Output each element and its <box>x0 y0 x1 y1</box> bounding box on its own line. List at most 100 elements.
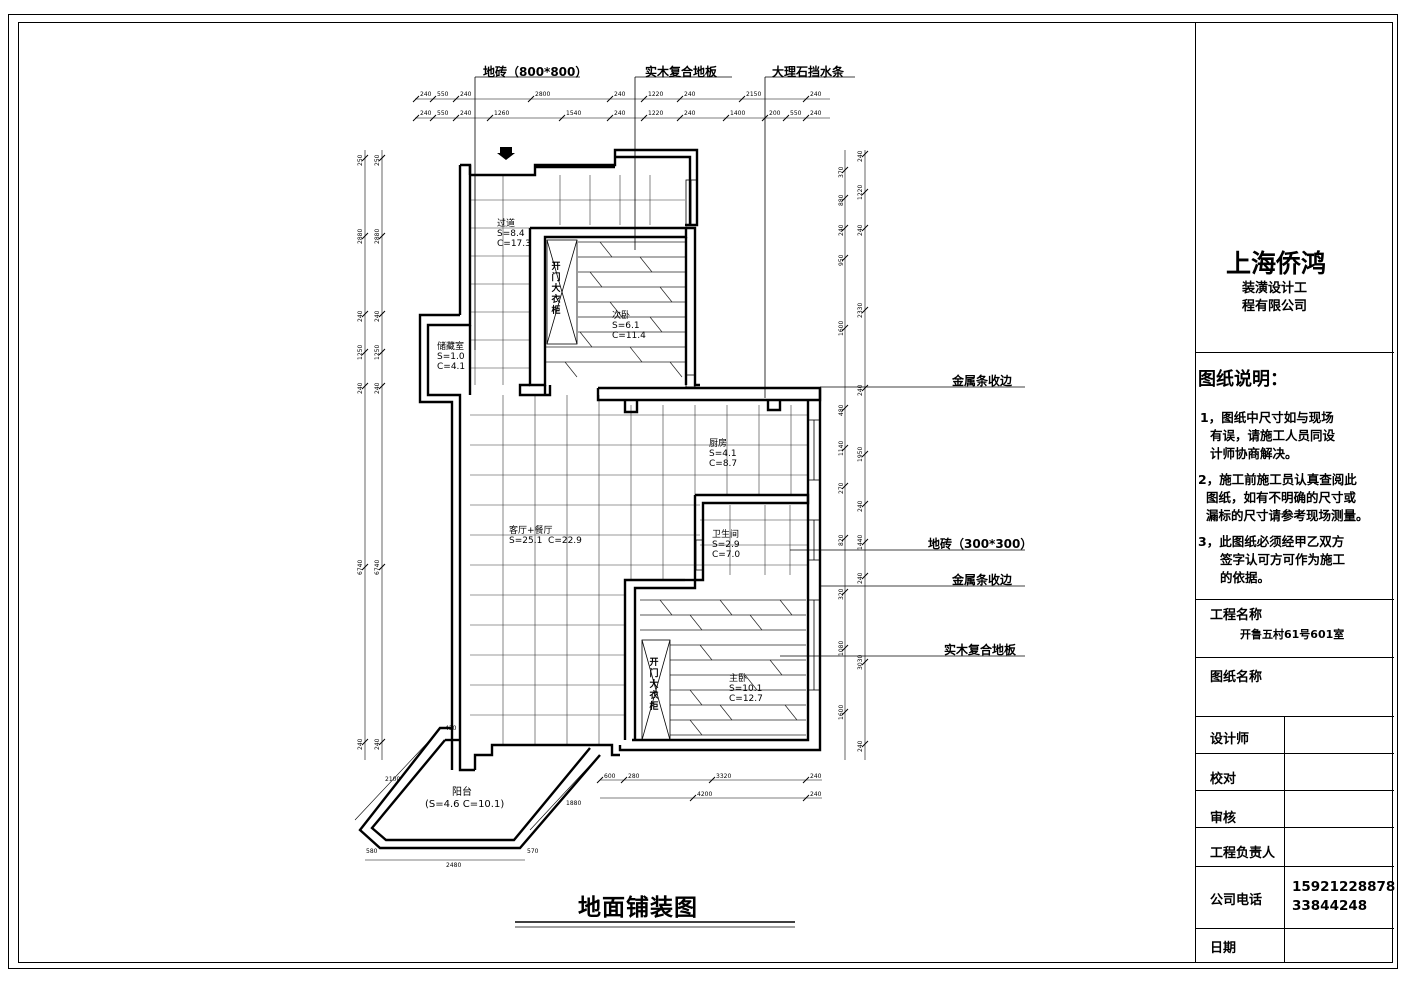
dim-top-row2: 1400 <box>730 110 746 117</box>
dimension-tick <box>429 95 437 103</box>
room-balcony-name: 阳台 <box>452 787 472 798</box>
dim-right-inner: 320 <box>838 588 845 600</box>
dim-right-inner: 240 <box>838 224 845 236</box>
dimension-tick <box>841 644 849 652</box>
dimension-tick <box>676 95 684 103</box>
note-line-1: 1，图纸中尺寸如与现场 <box>1200 410 1334 425</box>
dimension-tick <box>722 114 730 122</box>
date-label: 日期 <box>1210 941 1237 956</box>
dim-top-row2: 1260 <box>494 110 510 117</box>
entry-arrow-icon <box>497 147 515 160</box>
dim-balcony: 570 <box>527 848 539 855</box>
dim-left-inner: 240 <box>374 382 381 394</box>
drawing-name-label: 图纸名称 <box>1210 670 1263 685</box>
dim-top-row2: 550 <box>790 110 802 117</box>
dim-balcony: 580 <box>366 848 378 855</box>
dim-right-inner: 1600 <box>838 320 845 336</box>
dim-right-outer: 240 <box>857 150 864 162</box>
dim-right-inner: 480 <box>838 404 845 416</box>
designer-row: 设计师 <box>1196 716 1394 753</box>
dimension-tick <box>841 166 849 174</box>
dimension-tick <box>761 114 769 122</box>
notes-header: 图纸说明： <box>1198 369 1288 390</box>
room-storage: 储藏室 S=1.0 C=4.1 <box>437 342 465 372</box>
callout-wood-floor-top: 实木复合地板 <box>645 65 718 79</box>
dimension-tick <box>802 114 810 122</box>
dim-left-inner: 250 <box>374 154 381 166</box>
dimension-tick <box>861 188 869 196</box>
dimension-tick <box>841 404 849 412</box>
dimension-tick <box>378 232 386 240</box>
dimension-tick <box>486 114 494 122</box>
dim-right-outer: 240 <box>857 740 864 752</box>
room-kitchen-perimeter: C=8.7 <box>709 459 738 469</box>
note-line-2: 有误，请施工人员同设 <box>1210 428 1336 443</box>
dimension-tick <box>861 538 869 546</box>
drawing-name-row: 图纸名称 <box>1196 657 1394 716</box>
callout-marble-strip: 大理石挡水条 <box>772 65 845 79</box>
dim-top-row2: 1220 <box>648 110 664 117</box>
dimension-tick <box>361 154 369 162</box>
dimension-ticks <box>361 95 869 802</box>
dim-right-outer: 3030 <box>857 654 864 670</box>
callout-leaders <box>474 76 1025 657</box>
dimension-tick <box>361 232 369 240</box>
dim-bottom-row1: 600 <box>604 773 616 780</box>
title-underline <box>515 921 795 928</box>
dim-top-row2: 240 <box>614 110 626 117</box>
note-line-6: 漏标的尺寸请参考现场测量。 <box>1206 508 1369 523</box>
dim-bottom-row2: 4200 <box>697 791 713 798</box>
dim-left-inner: 240 <box>374 738 381 750</box>
room-bathroom-perimeter: C=7.0 <box>712 550 741 560</box>
room-master-bedroom: 主卧 S=10.1 C=12.7 <box>729 674 763 704</box>
room-living-name: 客厅+餐厅 <box>509 526 553 536</box>
sheet-border-outer <box>8 14 1398 969</box>
dimension-tick <box>640 114 648 122</box>
windows <box>685 179 821 691</box>
room-storage-name: 储藏室 <box>437 342 465 352</box>
dim-right-inner: 1080 <box>838 640 845 656</box>
dim-top-row2: 240 <box>810 110 822 117</box>
room-second-bedroom: 次卧 S=6.1 C=11.4 <box>612 311 646 341</box>
dimension-tick <box>378 738 386 746</box>
dimension-tick <box>802 95 810 103</box>
dim-right-inner: 880 <box>838 194 845 206</box>
dimension-tick <box>861 306 869 314</box>
dim-right-outer: 240 <box>857 572 864 584</box>
dim-balcony: 430 <box>445 725 457 732</box>
notes-section: 图纸说明： 1，图纸中尺寸如与现场 有误，请施工人员同设 计师协商解决。 2，施… <box>1196 352 1394 599</box>
dimension-tick <box>841 194 849 202</box>
floor-plan: 侨 鸿 装 潢 <box>354 76 1025 928</box>
dimension-tick <box>738 95 746 103</box>
dim-left-outer: 240 <box>357 382 364 394</box>
dimension-tick <box>861 450 869 458</box>
dim-top-row2: 1540 <box>566 110 582 117</box>
dim-left-outer: 250 <box>357 154 364 166</box>
manager-row: 工程负责人 <box>1196 827 1394 866</box>
room-corridor-name: 过道 <box>497 219 516 229</box>
dim-balcony: 1880 <box>566 800 582 807</box>
dimension-tick <box>452 95 460 103</box>
company-name-line3: 程有限公司 <box>1242 299 1308 314</box>
dim-left-outer: 2880 <box>357 228 364 244</box>
dim-right-outer: 1440 <box>857 534 864 550</box>
dimension-tick <box>361 738 369 746</box>
dim-top-row1: 550 <box>437 91 449 98</box>
room-living: 客厅+餐厅 S=25.1 C=22.9 <box>509 526 582 546</box>
dimension-tick <box>361 563 369 571</box>
room-master-bedroom-perimeter: C=12.7 <box>729 694 763 704</box>
company-name-line1: 上海侨鸿 <box>1226 249 1327 278</box>
note-line-3: 计师协商解决。 <box>1210 446 1298 461</box>
room-balcony-area: (S=4.6 C=10.1) <box>425 799 505 810</box>
manager-label: 工程负责人 <box>1210 846 1276 861</box>
room-master-bedroom-area: S=10.1 <box>729 684 763 694</box>
dimension-tick <box>861 658 869 666</box>
dim-balcony: 2480 <box>446 862 462 869</box>
phone-value-1: 15921228878 <box>1292 879 1396 895</box>
wood-hatch-second-bedroom <box>546 241 686 378</box>
sheet-border-inner <box>18 22 1393 963</box>
dim-right-inner: 1600 <box>838 704 845 720</box>
review-row: 审核 <box>1196 790 1394 827</box>
dim-top-row2: 240 <box>420 110 432 117</box>
